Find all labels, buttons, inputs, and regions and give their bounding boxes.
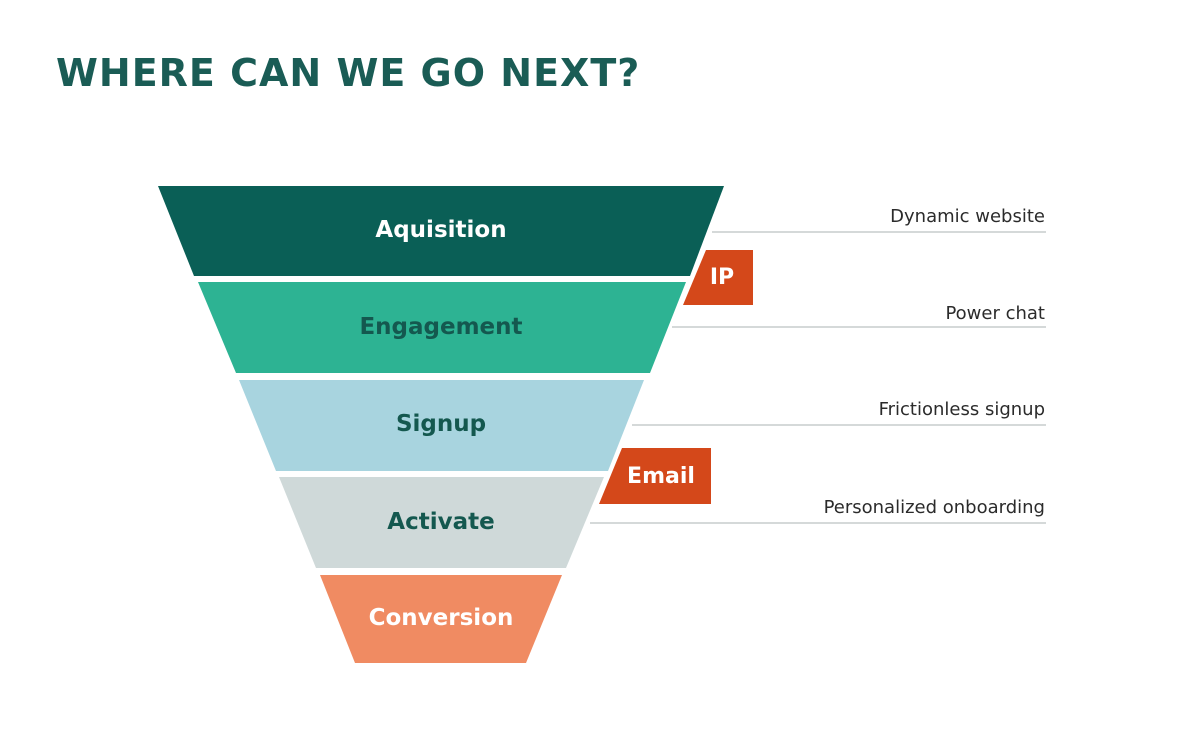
funnel-label-activate: Activate <box>387 509 495 535</box>
note-line-personalized-onboarding <box>590 522 1046 524</box>
funnel-stage-conversion <box>320 575 562 663</box>
note-frictionless-signup: Frictionless signup <box>878 399 1045 420</box>
funnel-label-acquisition: Aquisition <box>375 217 507 243</box>
funnel-stage-signup <box>239 380 644 471</box>
badge-ip-shape <box>683 250 753 305</box>
note-line-power-chat <box>672 326 1046 328</box>
note-line-dynamic-website <box>712 231 1046 233</box>
funnel-stage-acquisition <box>158 186 724 276</box>
funnel-label-signup: Signup <box>395 411 487 437</box>
badge-email-shape <box>599 448 711 504</box>
note-dynamic-website: Dynamic website <box>890 206 1045 227</box>
badge-ip-label: IP <box>709 265 735 290</box>
note-personalized-onboarding: Personalized onboarding <box>823 497 1045 518</box>
funnel-label-conversion: Conversion <box>368 605 514 631</box>
funnel-stage-engagement <box>198 282 686 373</box>
note-line-frictionless-signup <box>632 424 1046 426</box>
funnel-stage-activate <box>279 477 604 568</box>
funnel-label-engagement: Engagement <box>359 314 523 340</box>
note-power-chat: Power chat <box>945 303 1045 324</box>
page-title: WHERE CAN WE GO NEXT? <box>56 51 641 95</box>
badge-email-label: Email <box>627 464 695 489</box>
